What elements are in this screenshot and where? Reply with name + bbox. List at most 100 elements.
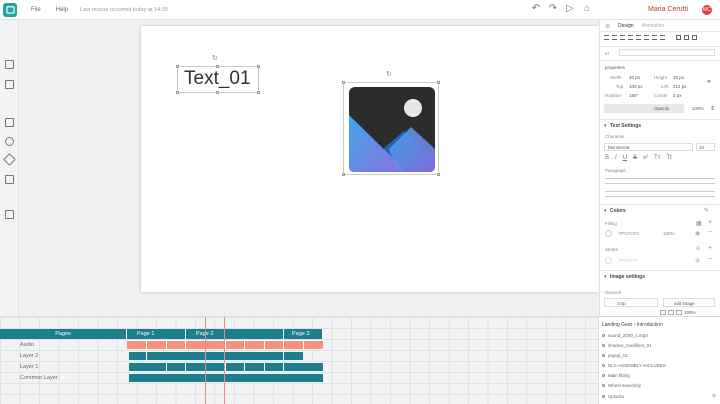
italic-icon[interactable]: I (615, 155, 617, 161)
eye-icon[interactable]: ◉ (695, 231, 701, 237)
eyedropper-icon[interactable]: ✎ (704, 208, 710, 214)
resize-handle[interactable] (437, 173, 440, 176)
user-name[interactable]: Maria Cerutti (648, 6, 689, 13)
left-value[interactable]: 214 px (673, 84, 687, 89)
playhead[interactable] (205, 317, 206, 404)
undo-icon[interactable]: ↶ (531, 3, 541, 14)
zoom-value[interactable]: 100% (684, 310, 696, 315)
grid-view-icon[interactable] (676, 310, 682, 315)
audio-track-bar[interactable] (127, 341, 323, 349)
export-icon[interactable] (5, 210, 14, 219)
app-logo[interactable] (3, 2, 17, 17)
stroke-style-icon[interactable]: ≡ (696, 246, 700, 252)
eye-icon[interactable]: ◉ (695, 258, 701, 264)
network-icon[interactable] (5, 137, 14, 146)
superscript-icon[interactable]: x² (643, 155, 649, 161)
remove-icon[interactable]: − (708, 256, 713, 263)
font-select[interactable]: Montserrat (604, 143, 693, 151)
layer-2-track-bar[interactable] (129, 352, 303, 360)
add-icon[interactable]: + (708, 245, 713, 252)
underline-icon[interactable]: U (622, 155, 628, 161)
page-1-header[interactable]: Page 1 (127, 329, 186, 339)
align-icon[interactable] (652, 35, 657, 40)
fill-icon[interactable] (668, 310, 674, 315)
font-size-select[interactable]: 10 (696, 143, 715, 151)
filling-percent[interactable]: 100% (663, 231, 675, 236)
resize-handle[interactable] (437, 81, 440, 84)
layer-item[interactable]: Main fitting (602, 373, 716, 378)
copy-icon[interactable] (684, 35, 689, 40)
settings-icon[interactable]: ⚙ (605, 24, 611, 30)
layout-icon[interactable] (5, 80, 14, 89)
id-input[interactable] (619, 49, 715, 56)
bold-icon[interactable]: B (605, 155, 610, 161)
chevron-down-icon[interactable]: ▾ (604, 208, 607, 214)
add-icon[interactable]: + (708, 219, 713, 226)
align-icon[interactable] (644, 35, 649, 40)
chevron-down-icon[interactable]: ▾ (604, 274, 607, 280)
image-element[interactable] (342, 81, 440, 176)
cut-icon[interactable] (676, 35, 681, 40)
layer-item[interactable]: Wheel assembly (602, 383, 716, 388)
align-icon[interactable] (628, 35, 633, 40)
pages-icon[interactable] (5, 60, 14, 69)
layer-item[interactable]: popup_01 (602, 353, 716, 358)
menu-file[interactable]: File (31, 6, 41, 13)
timeline[interactable]: Pages Page 1 Page 2 Page 3 Audio Layer 2… (0, 316, 598, 404)
canvas-area[interactable]: ↻ Text_01 ↻ (19, 20, 599, 316)
width-value[interactable]: 40 px (629, 75, 641, 80)
stroke-hex[interactable]: #FFFFFF (619, 258, 638, 263)
align-icon[interactable] (636, 35, 641, 40)
align-icon[interactable] (612, 35, 617, 40)
page-3-header[interactable]: Page 3 (284, 329, 323, 339)
text-size-icon[interactable]: Tт (654, 155, 661, 161)
rotate-handle-icon[interactable]: ↻ (386, 71, 392, 78)
publish-icon[interactable]: ⌂ (583, 3, 591, 14)
layer-item[interactable]: Uplocks⚙ (602, 393, 716, 399)
chevron-down-icon[interactable]: ▾ (604, 123, 607, 129)
top-value[interactable]: 100 px (629, 84, 643, 89)
common-layer-track-bar[interactable] (129, 374, 323, 382)
height-value[interactable]: 15 px (673, 75, 685, 80)
move-icon[interactable] (3, 153, 16, 166)
artboard[interactable]: ↻ Text_01 ↻ (141, 26, 599, 292)
page-2-header[interactable]: Page 2 (186, 329, 284, 339)
strikethrough-icon[interactable]: S (633, 155, 638, 161)
align-icon[interactable] (660, 35, 665, 40)
rotation-value[interactable]: 180° (629, 93, 639, 98)
resize-handle[interactable] (216, 65, 219, 68)
filling-hex[interactable]: #FCFCFC (619, 231, 640, 236)
text-element[interactable]: Text_01 (176, 65, 260, 94)
paragraph-align-toolbar[interactable] (605, 191, 715, 197)
library-icon[interactable] (5, 118, 14, 127)
opacity-value[interactable]: 100% (692, 106, 704, 111)
resize-handle[interactable] (342, 81, 345, 84)
resize-handle[interactable] (216, 91, 219, 94)
filling-swatch[interactable] (605, 230, 612, 237)
resize-handle[interactable] (176, 91, 179, 94)
grid-icon[interactable]: ▦ (696, 221, 702, 227)
align-icon[interactable] (604, 35, 609, 40)
layer-item[interactable]: NLC ASSEMBLY INCLUDES (602, 363, 716, 368)
settings-icon[interactable]: ⚙ (711, 393, 716, 398)
align-icon[interactable] (620, 35, 625, 40)
redo-icon[interactable]: ↷ (548, 3, 558, 14)
play-icon[interactable]: ▷ (566, 3, 574, 14)
rotate-handle-icon[interactable]: ↻ (212, 55, 218, 62)
tab-animation[interactable]: Animation (642, 23, 665, 29)
resize-handle[interactable] (257, 91, 260, 94)
corner-value[interactable]: 2 px (673, 93, 682, 98)
avatar[interactable]: MC (702, 5, 712, 15)
paste-icon[interactable] (692, 35, 697, 40)
crop-button[interactable]: crop (604, 298, 658, 307)
layer-1-track-bar[interactable] (129, 363, 323, 371)
translate-icon[interactable] (5, 175, 14, 184)
fit-icon[interactable] (660, 310, 666, 315)
resize-handle[interactable] (176, 65, 179, 68)
text-case-icon[interactable]: Tt (666, 155, 672, 161)
layer-item[interactable]: shadow_modifiers_01 (602, 343, 716, 348)
resize-handle[interactable] (342, 173, 345, 176)
stroke-swatch[interactable] (605, 257, 612, 264)
stepper-icon[interactable]: ⇕ (710, 106, 716, 112)
menu-help[interactable]: Help (55, 6, 69, 13)
